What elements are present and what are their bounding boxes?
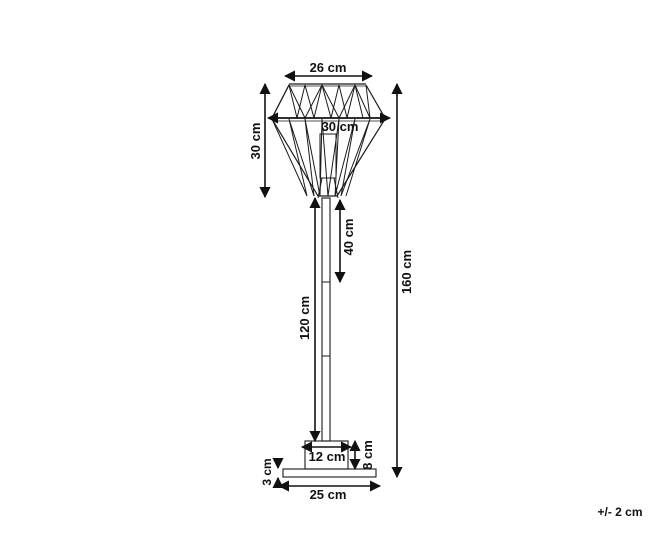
total-height-label: 160 cm bbox=[399, 250, 414, 294]
base-plate-height-label: 3 cm bbox=[260, 458, 274, 485]
rod-segment-label: 40 cm bbox=[341, 219, 356, 256]
lamp-pole bbox=[321, 197, 331, 442]
dimension-lines bbox=[259, 70, 403, 492]
lamp-base bbox=[282, 440, 377, 478]
shade-top-width-label: 26 cm bbox=[310, 60, 347, 75]
shade-height-label: 30 cm bbox=[248, 123, 263, 160]
lamp-shade bbox=[271, 83, 386, 199]
base-block-width-label: 12 cm bbox=[309, 449, 346, 464]
shade-max-width-label: 30 cm bbox=[322, 119, 359, 134]
pole-length-label: 120 cm bbox=[297, 296, 312, 340]
base-block-height-label: 8 cm bbox=[360, 440, 375, 470]
tolerance-note: +/- 2 cm bbox=[597, 505, 642, 519]
base-plate-width-label: 25 cm bbox=[310, 487, 347, 502]
